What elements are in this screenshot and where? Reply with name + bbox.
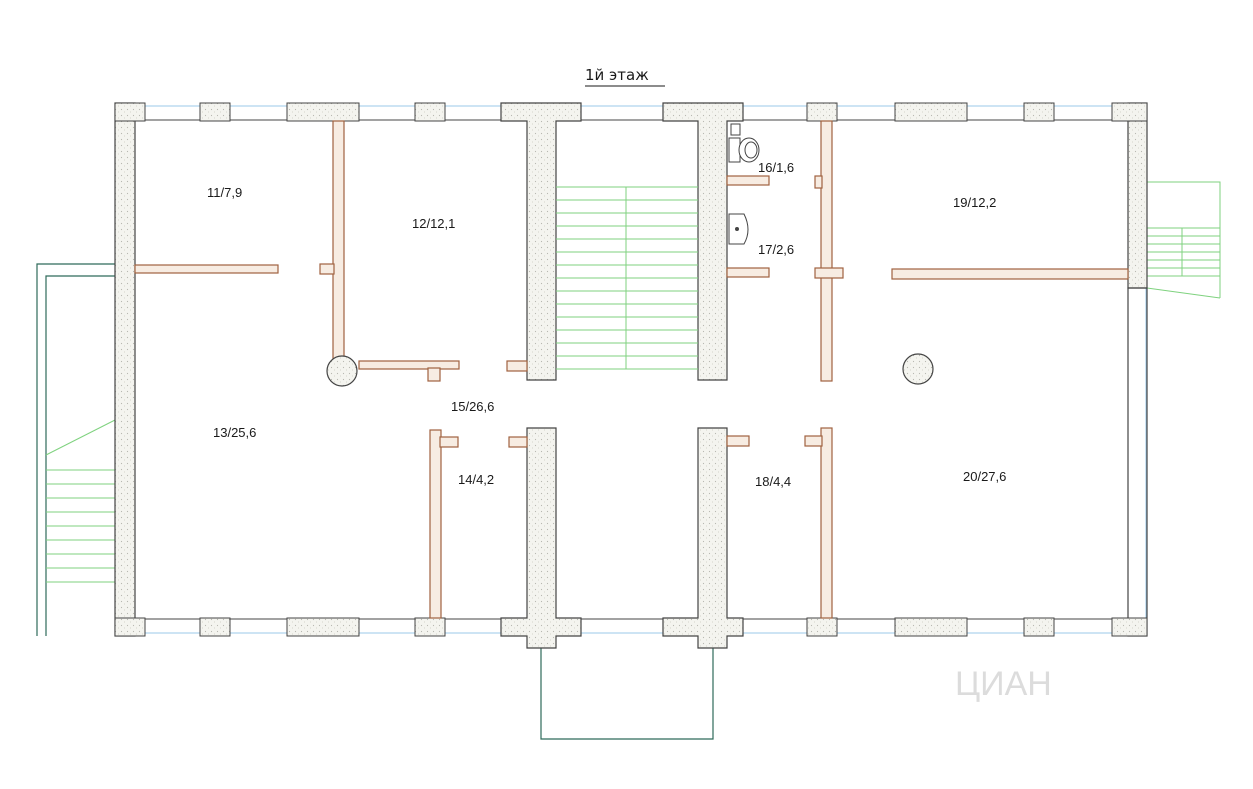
sink-icon [728,213,749,245]
room-label-12: 12/12,1 [412,216,455,231]
room-label-19: 19/12,2 [953,195,996,210]
room-label-16: 16/1,6 [758,160,794,175]
room-label-15: 15/26,6 [451,399,494,414]
toilet-icon [728,123,760,163]
room-label-20: 20/27,6 [963,469,1006,484]
left-exterior-stair [36,263,116,636]
column-left [326,355,358,387]
right-exterior-stair [1146,181,1221,299]
floor-title: 1й этаж [585,66,649,84]
room-label-13: 13/25,6 [213,425,256,440]
room-label-14: 14/4,2 [458,472,494,487]
room-label-17: 17/2,6 [758,242,794,257]
room-labels: 11/7,9 12/12,1 13/25,6 14/4,2 15/26,6 16… [207,160,1006,489]
column-right [902,353,934,385]
room-label-11: 11/7,9 [207,185,242,200]
interior-stair [556,186,698,370]
stairwell-walls [500,102,744,649]
entrance-porch [540,636,714,740]
room-label-18: 18/4,4 [755,474,791,489]
exterior-walls [114,102,1148,637]
partitions [134,120,1129,619]
watermark: ЦИАН [955,665,1052,703]
